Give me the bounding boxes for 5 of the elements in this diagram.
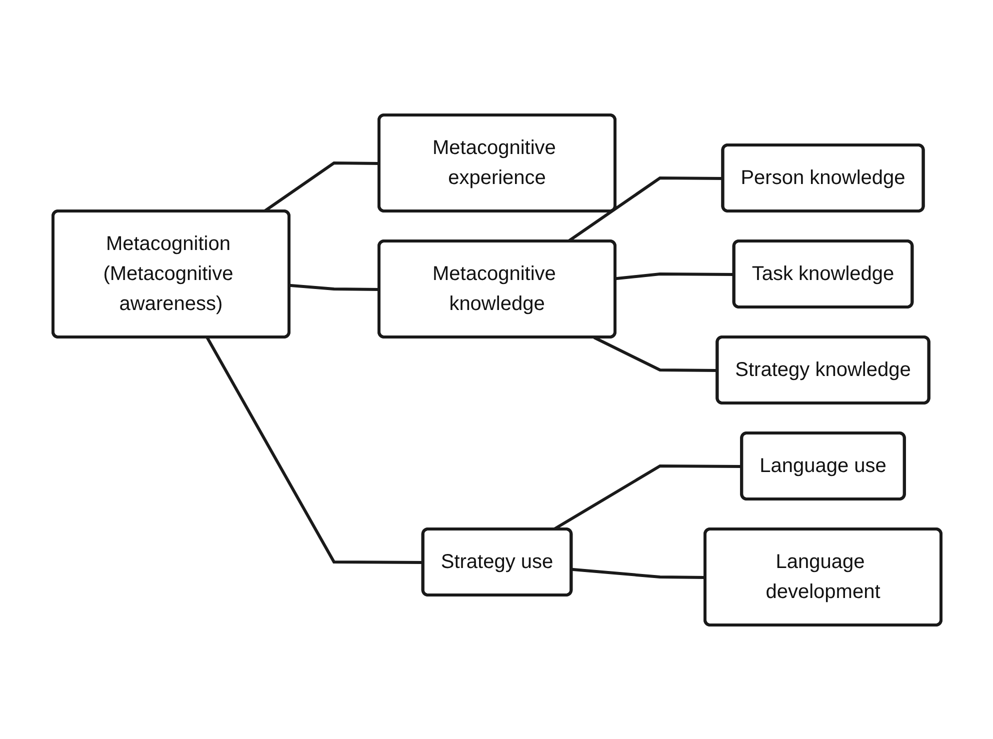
connector (288, 283, 380, 290)
connector (614, 272, 734, 280)
connector (205, 336, 423, 564)
connector (592, 336, 718, 372)
connector (571, 567, 706, 578)
